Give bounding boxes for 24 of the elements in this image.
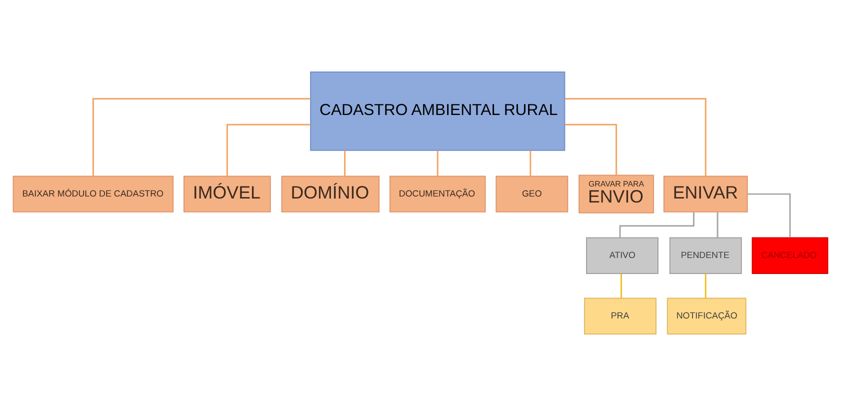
connector xyxy=(564,98,706,176)
connector xyxy=(565,124,618,176)
node-box: GRAVAR PARA ENVIO xyxy=(578,174,654,214)
node-box: IMÓVEL xyxy=(184,176,271,212)
node-box: NOTIFICAÇÃO xyxy=(666,298,746,335)
node-box: ENIVAR xyxy=(663,176,748,212)
connector xyxy=(436,150,438,176)
node-box: BAIXAR MÓDULO DE CADASTRO xyxy=(12,176,174,212)
node-box: GEO xyxy=(496,176,568,212)
node-box: DOMÍNIO xyxy=(281,176,380,212)
connector xyxy=(747,193,791,238)
node-box: PENDENTE xyxy=(669,237,742,274)
node-box: DOCUMENTAÇÃO xyxy=(389,176,486,212)
connector xyxy=(92,98,310,176)
connector xyxy=(344,150,346,176)
connector xyxy=(716,212,718,238)
connector xyxy=(620,274,622,298)
node-box: ATIVO xyxy=(586,237,658,274)
node-box: CANCELADO xyxy=(752,237,828,274)
node-box: CADASTRO AMBIENTAL RURAL xyxy=(310,71,566,151)
connector xyxy=(704,274,706,298)
node-box: PRA xyxy=(584,298,656,335)
connector xyxy=(226,124,310,176)
connector xyxy=(530,150,532,176)
